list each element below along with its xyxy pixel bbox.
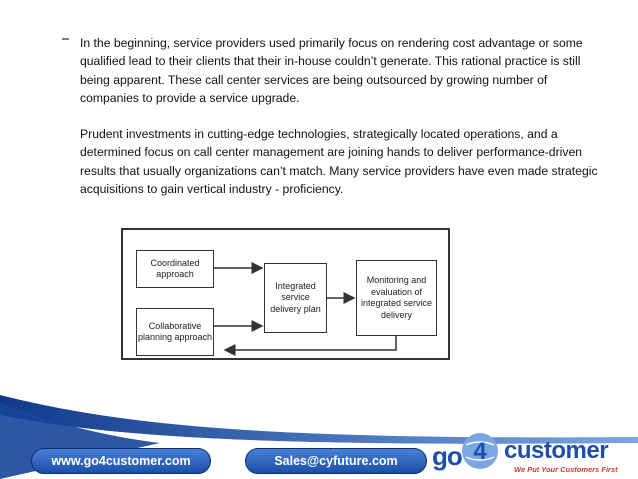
go4customer-logo: go 4 customer We Put Your Customers Firs…	[428, 433, 638, 479]
logo-go-text: go	[432, 441, 463, 471]
email-link[interactable]: Sales@cyfuture.com	[245, 448, 427, 474]
website-link[interactable]: www.go4customer.com	[31, 448, 211, 474]
logo-tagline: We Put Your Customers First	[514, 465, 618, 474]
box-coordinated-approach: Coordinated approach	[136, 250, 214, 288]
process-diagram: Coordinated approach Collaborative plann…	[121, 228, 450, 360]
diagram-arrows	[214, 262, 397, 356]
bullet-marker	[62, 38, 69, 40]
logo-4-text: 4	[473, 438, 487, 465]
box-integrated-service-delivery: Integrated service delivery plan	[264, 263, 327, 333]
paragraph-2: Prudent investments in cutting-edge tech…	[80, 127, 598, 197]
box-monitoring-evaluation: Monitoring and evaluation of integrated …	[356, 260, 437, 336]
logo-customer-text: customer	[504, 437, 609, 464]
arrow-feedback-loop	[223, 336, 397, 356]
logo-globe-icon: 4	[462, 433, 498, 469]
paragraph-1: In the beginning, service providers used…	[80, 36, 583, 106]
box-collaborative-planning: Collaborative planning approach	[136, 308, 214, 356]
